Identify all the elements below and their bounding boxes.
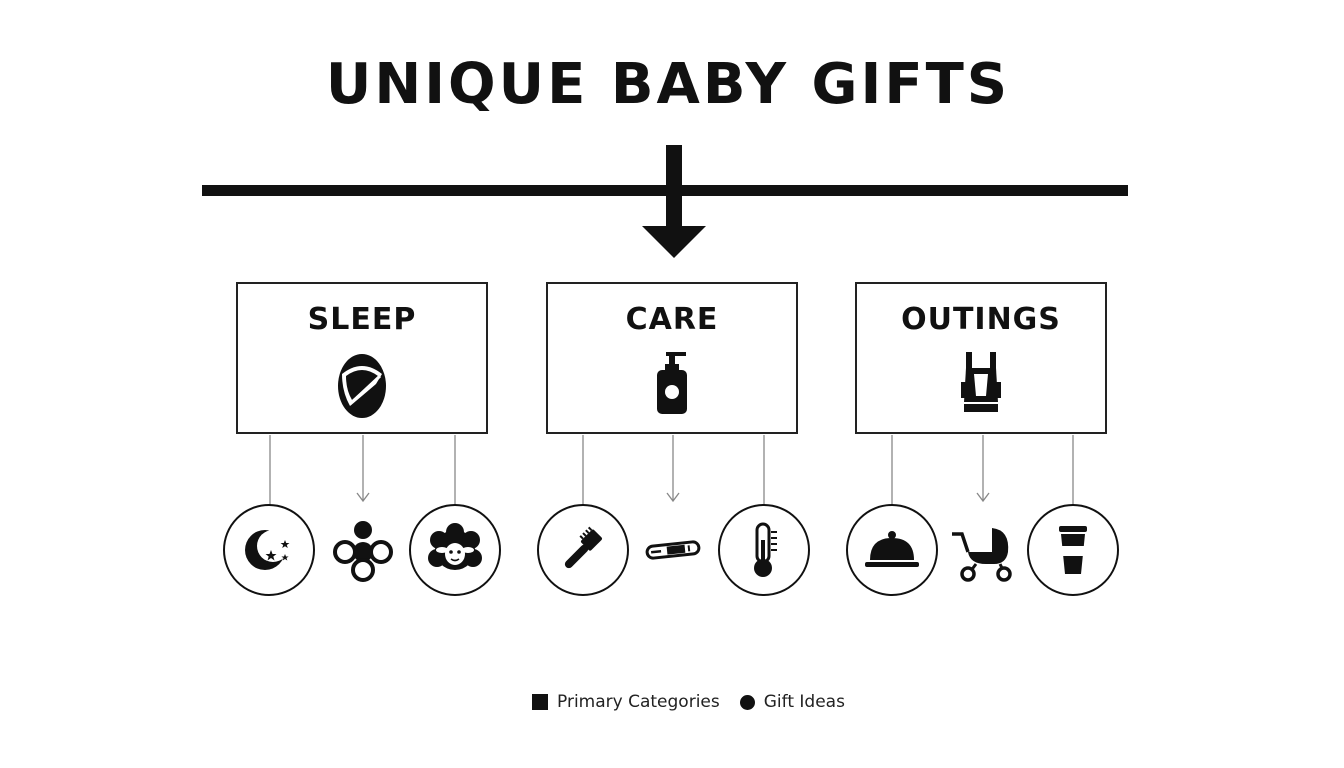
category-box-sleep: SLEEP — [236, 282, 488, 434]
moon-stars-icon — [245, 530, 290, 570]
food-cloche-icon — [865, 531, 919, 567]
top-horizontal-bar — [202, 185, 1128, 196]
main-arrow-stem — [666, 145, 682, 230]
connector-arrowhead — [666, 492, 680, 503]
gift-nail-file — [627, 504, 719, 596]
baby-brush-icon — [564, 526, 602, 569]
baby-carrier-icon — [958, 350, 1004, 420]
travel-cup-icon — [1059, 526, 1087, 574]
category-label-care: CARE — [625, 302, 719, 337]
thermometer-icon — [754, 522, 777, 577]
gift-sheep — [409, 504, 501, 596]
category-label-outings: OUTINGS — [901, 302, 1061, 337]
legend: Primary Categories Gift Ideas — [532, 690, 845, 714]
gift-travel-cup — [1027, 504, 1119, 596]
lotion-pump-bottle-icon — [654, 350, 690, 420]
gift-thermometer — [718, 504, 810, 596]
connector-arrowhead — [356, 492, 370, 503]
connector-arrowhead — [976, 492, 990, 503]
gift-stroller — [937, 504, 1029, 596]
legend-square-swatch — [532, 694, 548, 710]
sheep-icon — [428, 523, 482, 570]
legend-gift-label: Gift Ideas — [763, 692, 845, 712]
legend-primary-label: Primary Categories — [557, 692, 720, 712]
legend-dot-swatch — [739, 694, 755, 710]
category-box-care: CARE — [546, 282, 798, 434]
pacifier-icon — [333, 521, 393, 582]
diagram-title: UNIQUE BABY GIFTS — [325, 52, 1011, 117]
category-label-sleep: SLEEP — [307, 302, 417, 337]
main-arrow-head — [642, 226, 706, 258]
swaddled-baby-icon — [336, 350, 388, 424]
gift-pacifier — [317, 504, 409, 596]
gift-baby-brush — [537, 504, 629, 596]
category-box-outings: OUTINGS — [855, 282, 1107, 434]
nail-file-icon — [645, 540, 701, 560]
gift-food-cloche — [846, 504, 938, 596]
stroller-icon — [952, 528, 1012, 582]
gift-moon-stars — [223, 504, 315, 596]
